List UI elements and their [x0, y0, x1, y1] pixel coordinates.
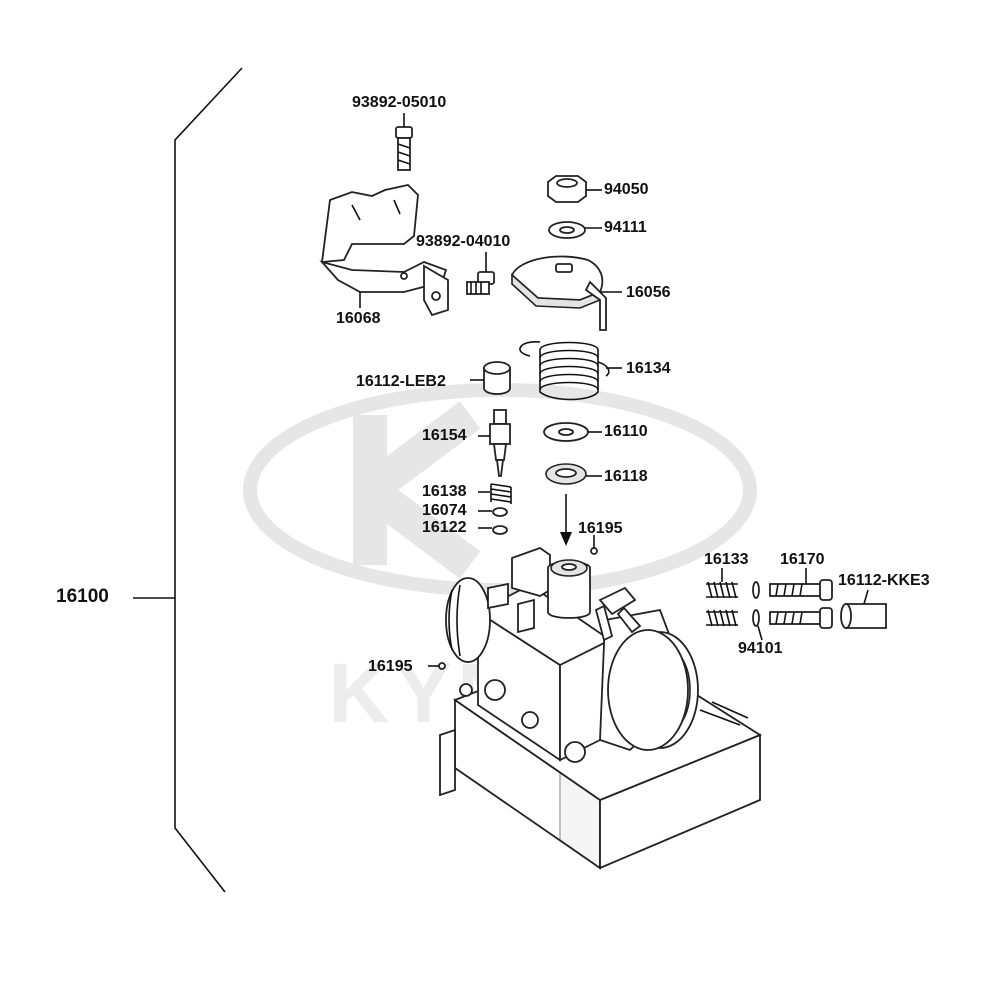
spring-16138 [490, 483, 512, 504]
washer-16110 [543, 422, 589, 442]
part-label-16112-leb2: 16112-LEB2 [356, 373, 446, 390]
part-label-93892-04010: 93892-04010 [416, 233, 511, 250]
needle-16154 [489, 409, 511, 477]
screw-93892-05010 [395, 126, 413, 171]
assembly-arrow [560, 494, 572, 546]
part-label-94050: 94050 [604, 181, 649, 198]
part-label-16133: 16133 [704, 551, 749, 568]
part-label-16110: 16110 [604, 423, 648, 440]
part-label-16056: 16056 [626, 284, 671, 301]
cap-16112-leb2 [483, 361, 511, 395]
part-label-16074: 16074 [422, 502, 467, 519]
seal-16118 [545, 463, 587, 485]
screw-93892-04010 [466, 271, 495, 295]
washers-94101 [752, 581, 760, 627]
cap-16112-kke3 [840, 603, 887, 629]
part-label-94101: 94101 [738, 640, 783, 657]
part-label-16112-kke3: 16112-KKE3 [838, 572, 930, 589]
ring-16122 [492, 525, 508, 535]
nut-94050 [547, 175, 587, 203]
bracket-16068 [319, 184, 449, 317]
part-label-16068: 16068 [336, 310, 381, 327]
assembly-label: 16100 [56, 586, 109, 607]
spring-16134 [519, 341, 610, 401]
part-label-94111: 94111 [604, 219, 647, 236]
part-label-16195-left: 16195 [368, 658, 413, 675]
part-label-16138: 16138 [422, 483, 467, 500]
part-label-16134: 16134 [626, 360, 671, 377]
assembly-bracket [174, 67, 243, 893]
part-label-93892-05010: 93892-05010 [352, 94, 447, 111]
ring-16074 [492, 507, 508, 517]
springs-16133 [706, 581, 738, 627]
throttle-body [439, 546, 762, 870]
part-label-16118: 16118 [604, 468, 648, 485]
screws-16170 [769, 579, 833, 629]
part-label-16122: 16122 [422, 519, 467, 536]
part-label-16170: 16170 [780, 551, 825, 568]
throttle-cam-16056 [510, 255, 607, 331]
part-label-16195-top: 16195 [578, 520, 623, 537]
part-label-16154: 16154 [422, 427, 467, 444]
washer-94111 [548, 221, 586, 239]
